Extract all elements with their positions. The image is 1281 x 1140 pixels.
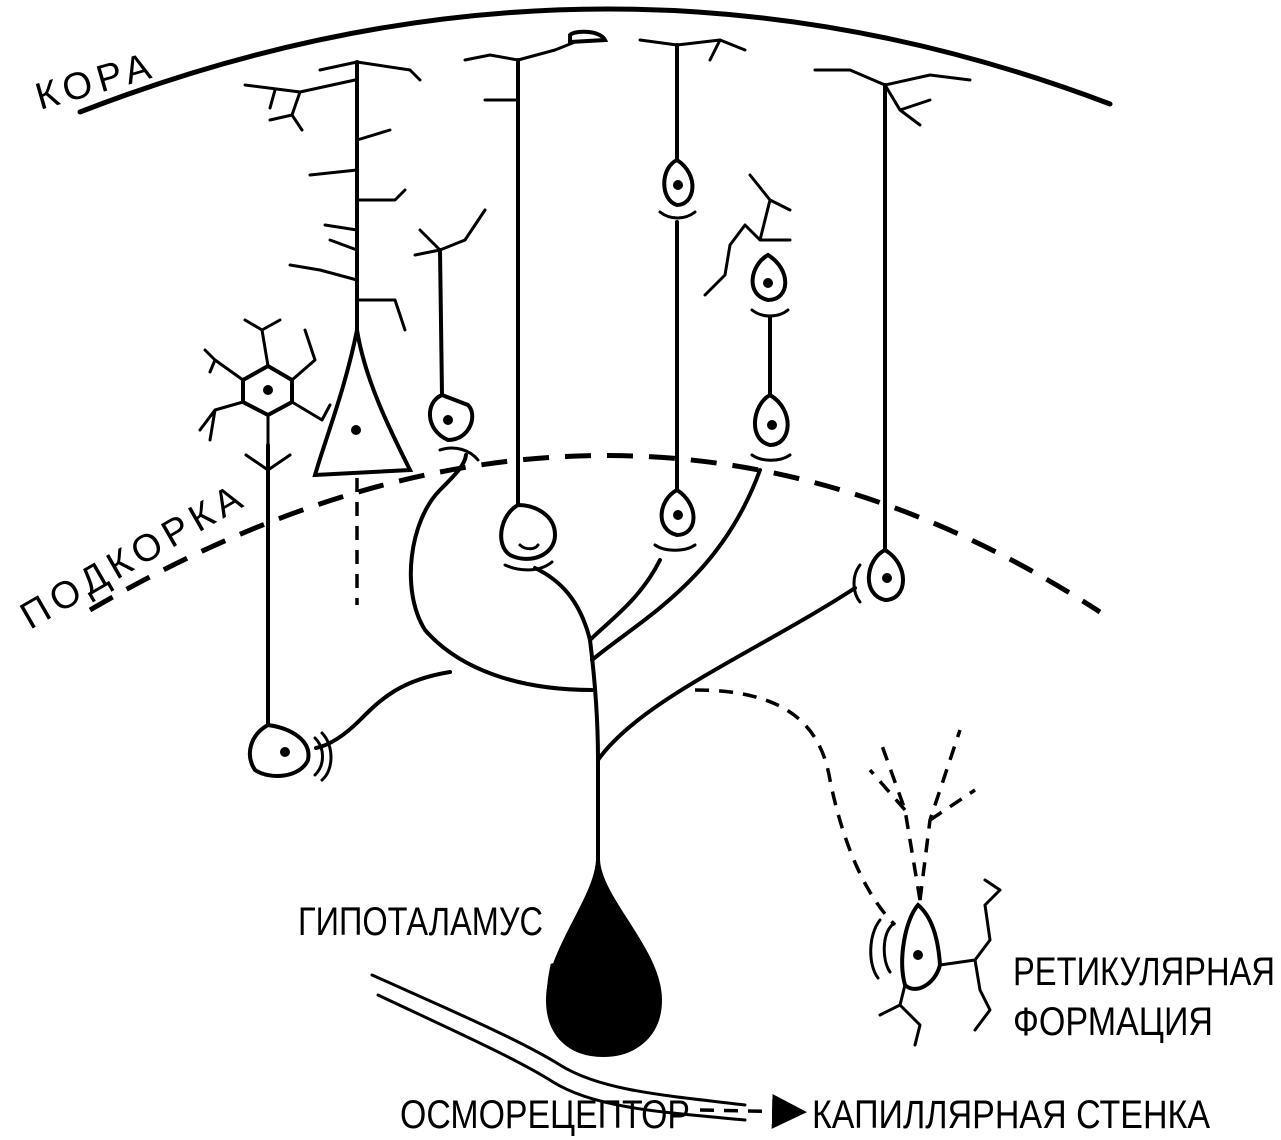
cortical-neuron-2 (415, 210, 485, 460)
cortical-neuron-3 (465, 32, 605, 570)
osmoreceptor-label: ОСМОРЕЦЕПТОР (400, 1093, 690, 1137)
cortical-dendrites-left (245, 80, 355, 130)
subcortex-label: ПОДКОРКА (14, 474, 255, 637)
lower-left-neuron (250, 725, 331, 780)
hypothalamus-label: ГИПОТАЛАМУС (298, 900, 543, 944)
osmoreceptor-region (548, 960, 659, 1055)
reticular-formation-label-line1: РЕТИКУЛЯРНАЯ (1013, 950, 1275, 994)
subcortex-boundary (90, 455, 1100, 612)
capillary-wall-label: КАПИЛЛЯРНАЯ СТЕНКА (812, 1093, 1210, 1137)
hypothalamic-neuron (548, 760, 660, 1055)
cortical-neuron-6 (815, 70, 970, 602)
cortical-neuron-5 (705, 175, 790, 460)
capillary-pointer-arrow (700, 1110, 800, 1112)
pyramidal-neuron (290, 62, 420, 605)
cortical-neuron-4 (640, 40, 745, 550)
reticular-neuron (870, 730, 1000, 1045)
reticular-formation-label-line2: ФОРМАЦИЯ (1013, 1000, 1213, 1044)
cortex-boundary (80, 9, 1110, 112)
main-axon-tree (316, 455, 855, 760)
reticular-pathway-dashed (695, 690, 895, 925)
